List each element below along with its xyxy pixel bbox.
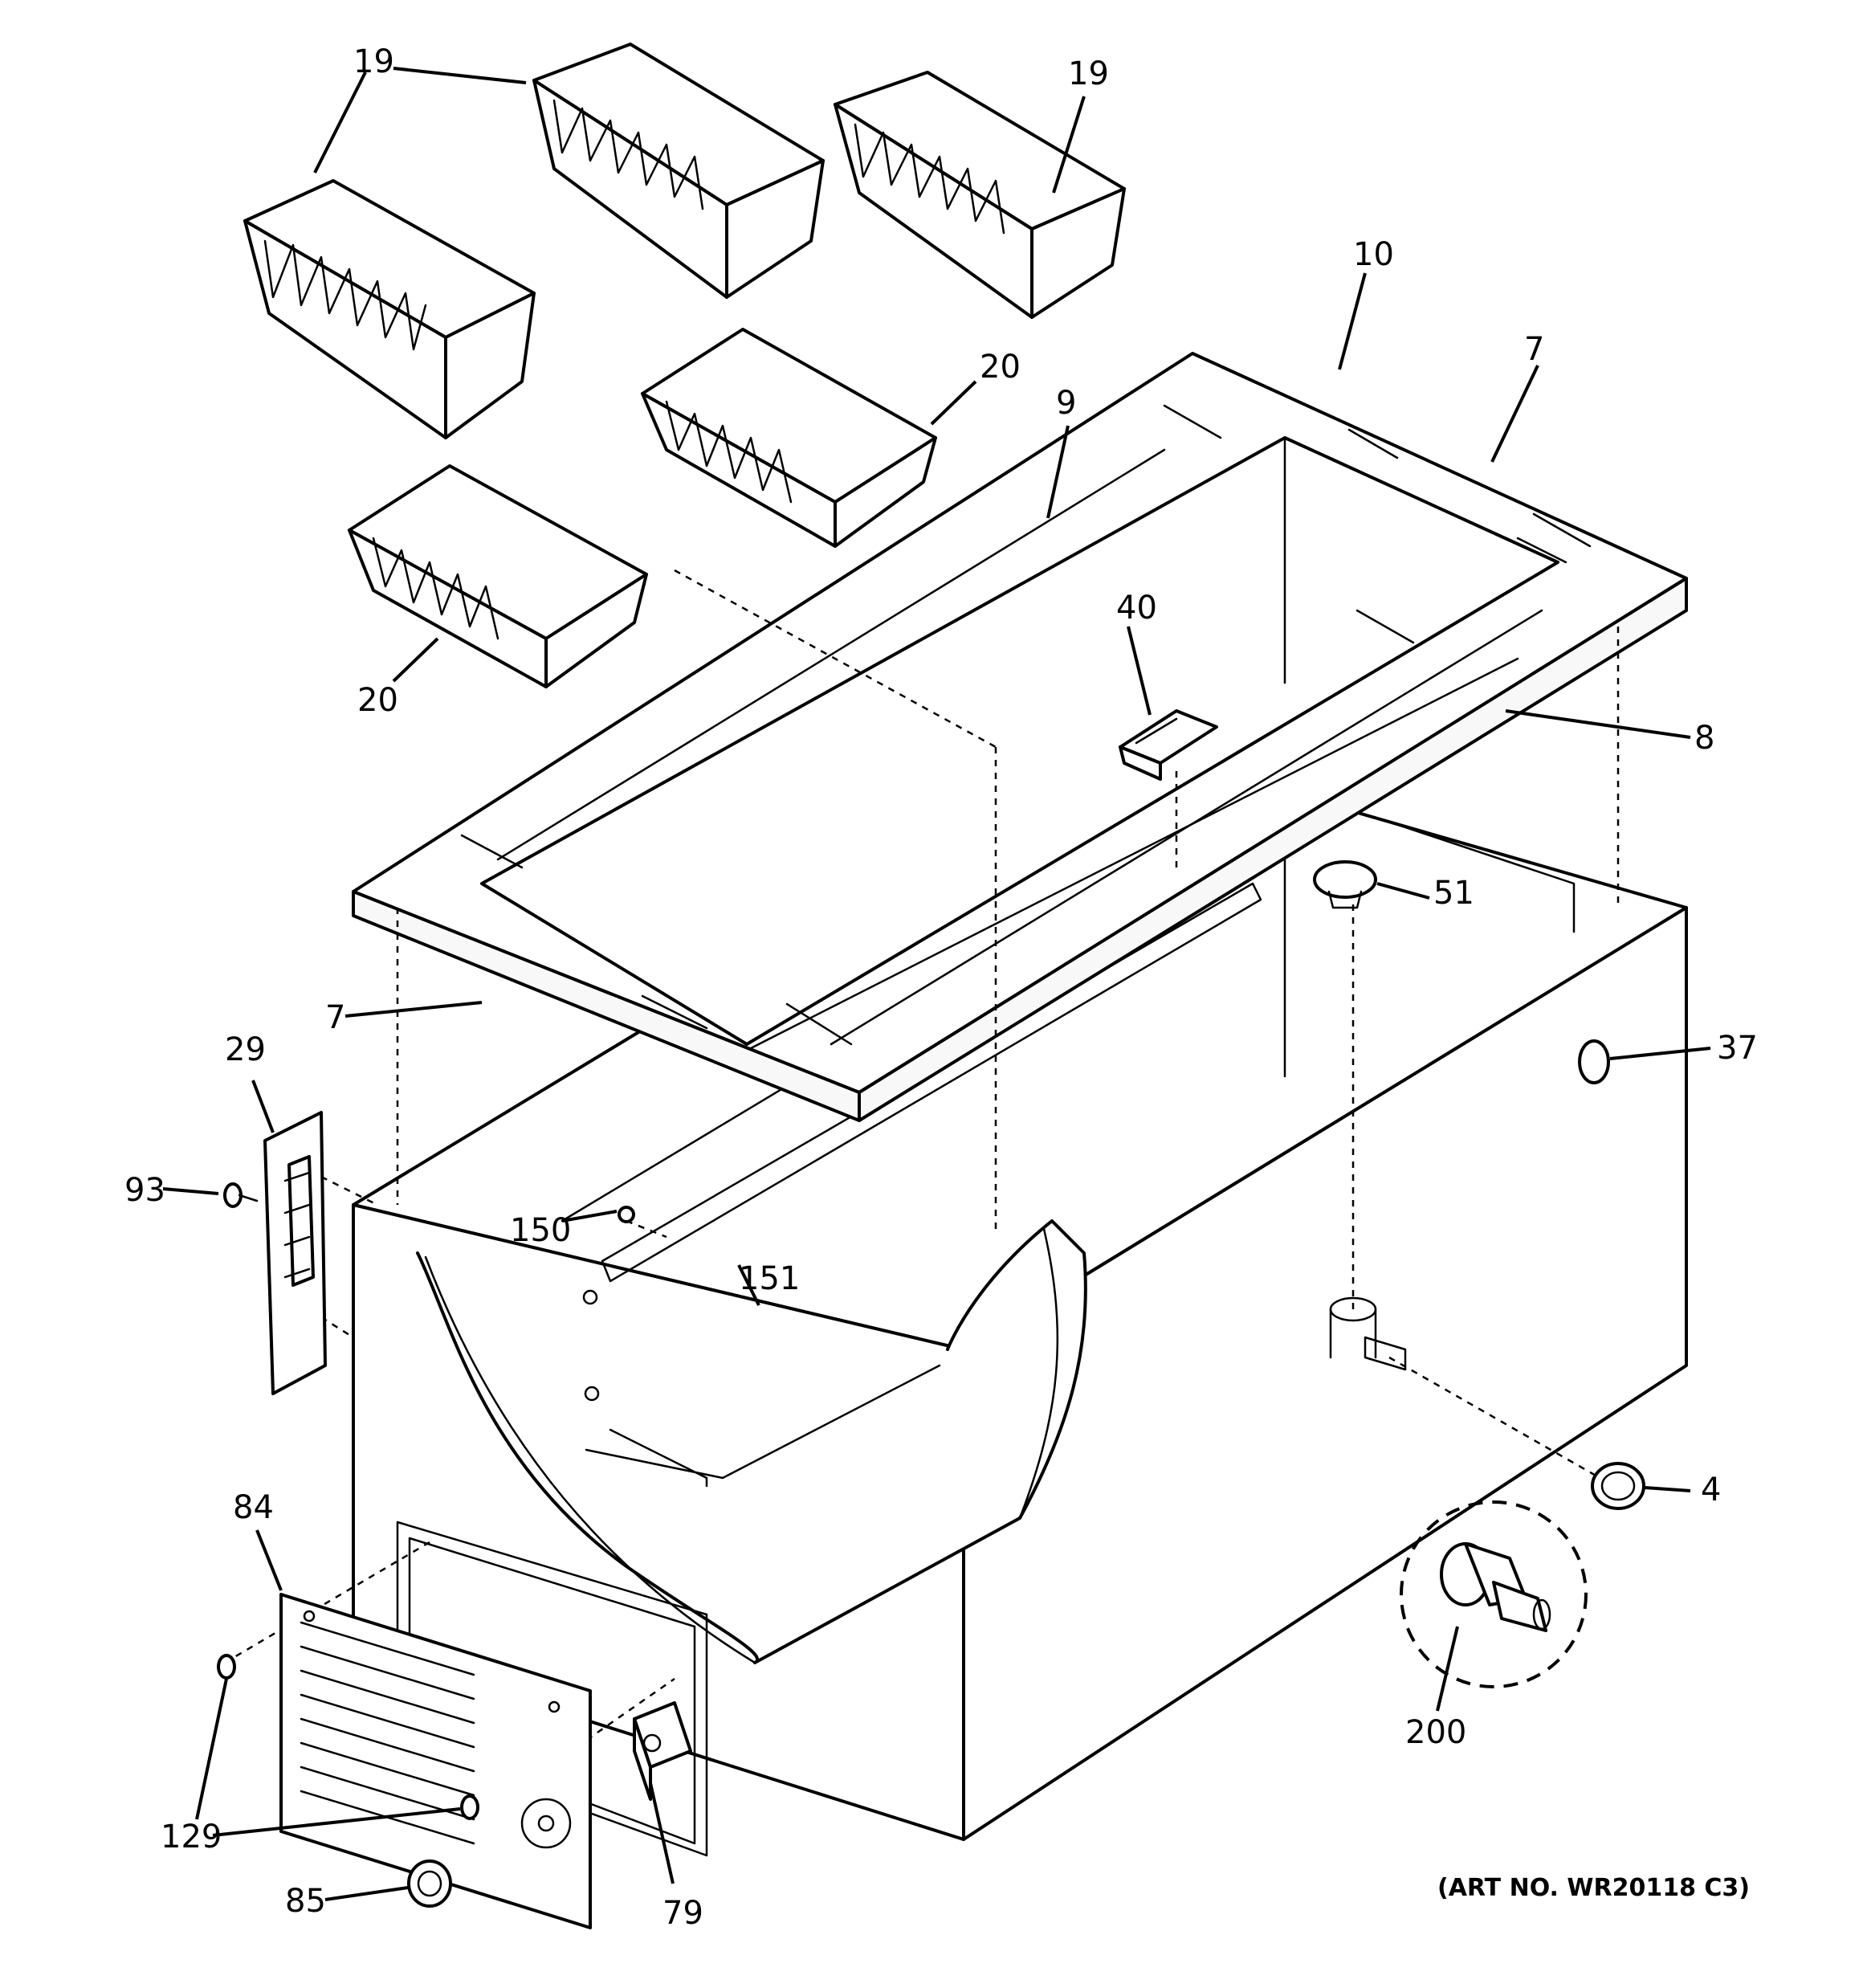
callout-labels: 19 19 10 7 20 9 40 8 20 51 7 37 29 93 15… (124, 43, 1758, 1932)
callout-84: 84 (233, 1489, 274, 1526)
callout-150: 150 (510, 1212, 571, 1249)
callout-129: 129 (161, 1819, 222, 1855)
basket-20-left (348, 464, 648, 688)
basket-19-center (532, 43, 825, 299)
callout-40: 40 (1116, 590, 1157, 627)
plug-37 (1578, 1039, 1610, 1084)
callout-37: 37 (1717, 1030, 1758, 1067)
plug-4 (1591, 1462, 1645, 1510)
callout-85: 85 (285, 1883, 326, 1920)
callout-93: 93 (124, 1172, 165, 1209)
nut-150 (618, 1206, 635, 1223)
callout-19-right: 19 (1068, 55, 1109, 92)
callout-20-left: 20 (357, 682, 398, 719)
screw-129-left (217, 1654, 236, 1680)
callout-4: 4 (1701, 1472, 1721, 1508)
callout-19-top: 19 (353, 43, 394, 80)
art-number: (ART NO. WR20118 C3) (1437, 1874, 1750, 1902)
grille-84 (279, 1593, 592, 1929)
screw-93 (223, 1182, 259, 1208)
basket-19-right (834, 71, 1126, 319)
alignment-lines (224, 569, 1620, 1837)
callout-151: 151 (739, 1260, 800, 1297)
callout-7-top: 7 (1524, 331, 1544, 368)
callout-29: 29 (225, 1031, 266, 1068)
callout-51: 51 (1433, 875, 1474, 912)
thermostat-79 (633, 1701, 692, 1801)
callout-7-left: 7 (325, 999, 345, 1036)
plug-51 (1313, 860, 1377, 909)
callout-9: 9 (1056, 385, 1076, 422)
light-assembly-40 (1119, 709, 1218, 781)
knob-85 (407, 1859, 452, 1908)
basket-20-center (641, 328, 937, 548)
callout-200: 200 (1405, 1714, 1466, 1751)
callout-10: 10 (1353, 236, 1394, 273)
drain-fitting-200-detail (1400, 1500, 1588, 1688)
callout-20-center: 20 (980, 349, 1021, 386)
screw-129-right (460, 1794, 479, 1820)
callout-79: 79 (662, 1895, 703, 1932)
leader-lines (162, 67, 1711, 1901)
breaker-strip-frame (352, 352, 1688, 1122)
hinge-29 (263, 1111, 327, 1395)
callout-8: 8 (1694, 720, 1714, 757)
basket-19-left (243, 179, 536, 439)
